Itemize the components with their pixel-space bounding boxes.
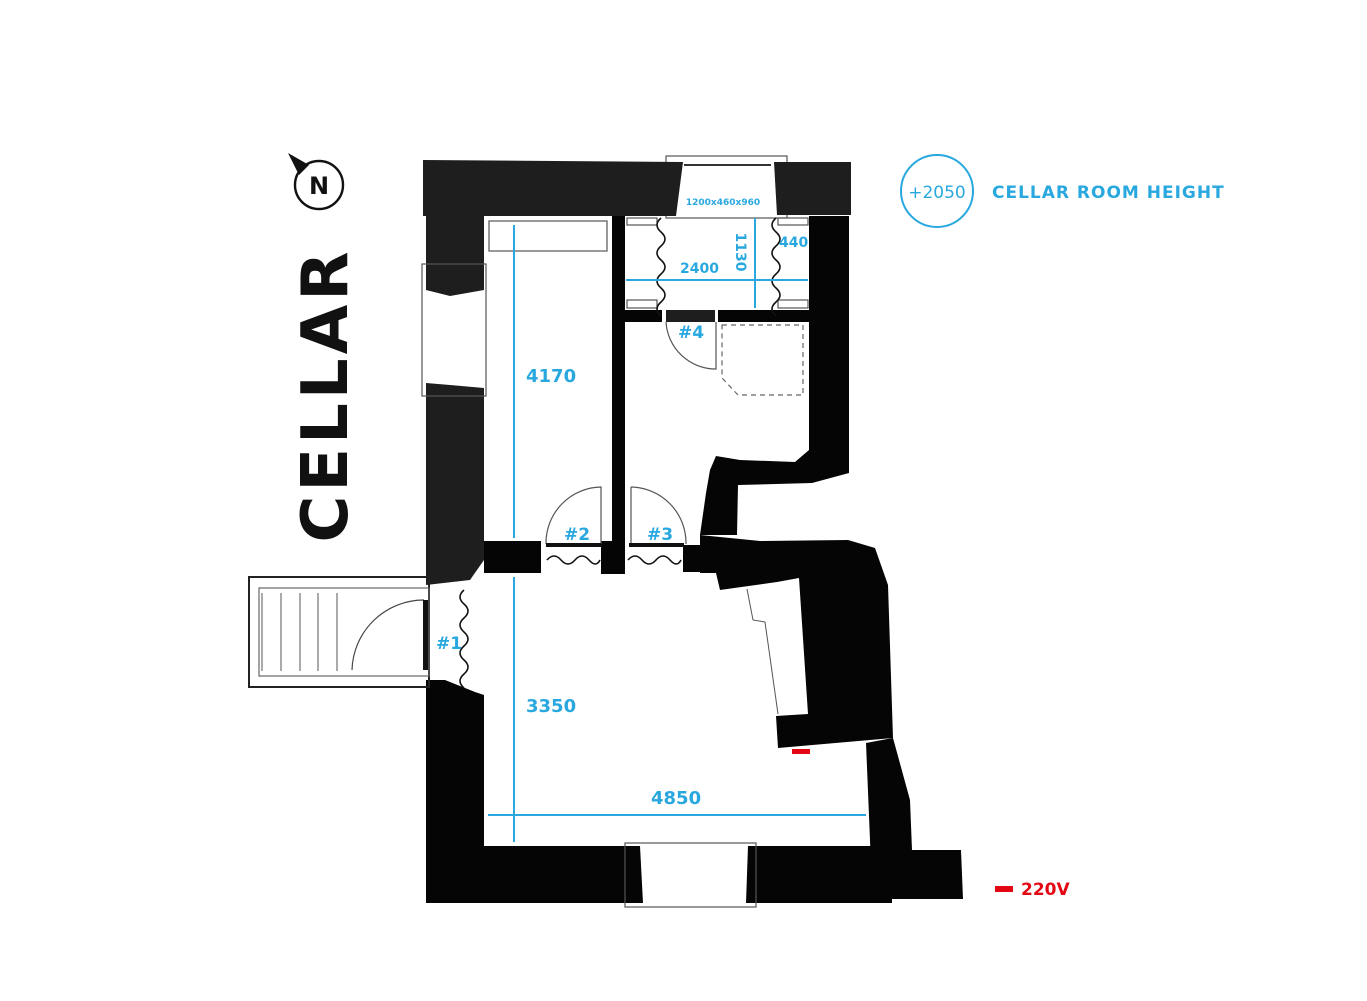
height-badge-circle	[900, 154, 974, 228]
wall-right-lower	[700, 535, 893, 748]
compass-circle	[293, 159, 345, 211]
wall-top-right	[774, 162, 851, 215]
wall-left-mid	[426, 383, 484, 585]
sill-detail	[777, 217, 809, 226]
wall-top-left	[423, 160, 683, 216]
door-3-leaf[interactable]	[629, 543, 684, 547]
wall-partition-right	[683, 545, 713, 572]
wall-partition-left	[484, 541, 541, 573]
power-socket-icon	[792, 749, 810, 754]
power-label: 220V	[1021, 880, 1070, 900]
wall-top-room-floor-left	[625, 310, 662, 322]
stair-steps	[261, 593, 338, 671]
dim-2400: 2400	[680, 261, 719, 277]
compass-label: N	[309, 172, 329, 200]
curtain-3	[627, 555, 682, 565]
wall-bottom-right	[866, 738, 963, 899]
wall-central-spine	[612, 216, 625, 546]
north-arrow-icon	[288, 153, 309, 175]
door-1-leaf[interactable]	[423, 600, 428, 670]
dim-3350: 3350	[526, 696, 576, 717]
height-label: CELLAR ROOM HEIGHT	[992, 183, 1225, 203]
curtain-2	[546, 555, 601, 565]
dim-4170: 4170	[526, 366, 576, 387]
wall-bottom-mid	[746, 846, 892, 903]
left-window-frame	[421, 263, 487, 397]
door-4-leaf	[666, 310, 715, 322]
dim-440: 440	[779, 235, 808, 251]
window-size-label: 1200x460x960	[686, 198, 760, 208]
wall-bottom-left	[426, 680, 643, 903]
door-4-swing	[665, 321, 717, 370]
wall-partition-center	[601, 541, 625, 574]
step-outline	[746, 588, 779, 715]
door-2-swing	[545, 486, 602, 545]
sill-detail	[626, 299, 658, 309]
door-2-leaf[interactable]	[546, 543, 601, 547]
boiler-outline	[721, 324, 804, 396]
entrance-frame	[248, 576, 430, 688]
wall-top-room-floor-right	[718, 310, 809, 322]
door-3-swing	[630, 486, 687, 545]
door-label-1: #1	[436, 634, 462, 654]
dim-1130: 1130	[732, 233, 748, 272]
door-label-2: #2	[564, 525, 590, 545]
sill-detail	[777, 299, 809, 309]
dim-4850: 4850	[651, 788, 701, 809]
compass: N	[288, 153, 345, 211]
stair-outline	[258, 587, 430, 677]
power-icon	[995, 886, 1013, 892]
sill-detail	[626, 217, 658, 226]
curtain-1	[459, 589, 469, 689]
door-label-3: #3	[647, 525, 673, 545]
wall-right-upper	[700, 216, 849, 535]
plan-title: CELLAR	[289, 247, 363, 542]
curtain-top-left	[656, 217, 666, 317]
height-badge: +2050	[908, 183, 966, 203]
door-label-4: #4	[678, 323, 704, 343]
door-1-swing	[351, 599, 425, 671]
bottom-window-frame	[624, 842, 757, 908]
walls	[423, 160, 963, 903]
wall-left-upper	[426, 216, 484, 296]
curtain-top-right	[771, 217, 781, 317]
shelf	[488, 220, 608, 252]
